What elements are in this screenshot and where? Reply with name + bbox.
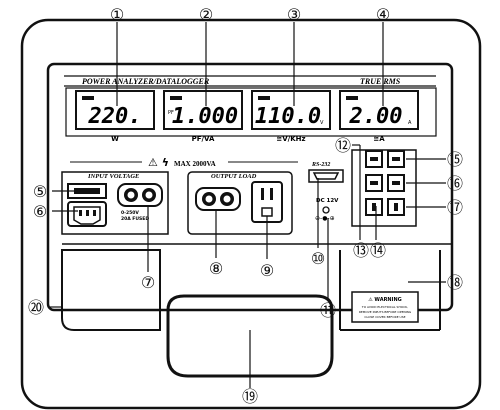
warning-label-line-3: CLOSE COVER BEFORE USE (364, 315, 405, 319)
callout-10: ⑩ (311, 249, 325, 268)
callout-7: ⑦ (141, 273, 155, 292)
callout-9: ⑨ (260, 261, 274, 280)
callout-4: ④ (376, 5, 390, 24)
warning-symbol: ⚠ ϟ (148, 156, 169, 169)
display-amp-value: 2.00 (349, 104, 403, 129)
callout-12: ⑫ (335, 136, 351, 155)
callout-20: ⑳ (28, 298, 44, 317)
display-pf: PF 1.000 PF/VA (163, 90, 243, 143)
warning-label-line-2: REMOVE INPUTS BEFORE OPENING (359, 310, 412, 314)
warning-label-title: ⚠ WARNING (368, 297, 402, 303)
display-pf-value: 1.000 (172, 104, 238, 129)
display-watt-value: 220. (88, 104, 142, 129)
output-terminals (195, 187, 241, 211)
dc-jack (322, 206, 330, 214)
keypad (351, 149, 417, 227)
callout-16: ⑯ (447, 174, 463, 193)
panel-title-left: POWER ANALYZER/DATALOGGER (82, 77, 210, 86)
input-voltage-label: INPUT VOLTAGE (87, 173, 140, 180)
callout-8: ⑧ (209, 259, 223, 278)
callout-19: ⑲ (242, 387, 258, 406)
output-load-label: OUTPUT LOAD (211, 173, 257, 180)
input-terminals (117, 183, 163, 207)
display-watt-unit: W (111, 135, 119, 143)
input-voltage-section (61, 171, 169, 235)
display-watt: 220. W (75, 90, 155, 143)
display-volt-suffix: V (320, 120, 324, 126)
display-amp: 2.00 A ≅A (339, 90, 419, 143)
callout-numbers: ① ② ③ ④ ⑤ ⑥ ⑦ ⑧ ⑨ ⑩ ⑪ ⑫ ⑬ ⑭ ⑮ ⑯ ⑰ ⑱ ⑲ ⑳ (28, 5, 463, 406)
display-amp-suffix: A (408, 120, 412, 126)
callout-5: ⑤ (33, 182, 47, 201)
dc-label: DC 12V (316, 198, 339, 204)
callout-1: ① (110, 5, 124, 24)
warning-label-line-1: TO AVOID ELECTRICAL SHOCK, (361, 305, 408, 309)
callout-14: ⑭ (370, 241, 386, 260)
warning-label-plate: ⚠ WARNING TO AVOID ELECTRICAL SHOCK, REM… (351, 291, 419, 323)
input-rating-volts: 0-250V (121, 210, 139, 216)
panel-title-right: TRUE RMS (360, 77, 401, 86)
max-rating-label: MAX 2000VA (174, 160, 216, 168)
callout-18: ⑱ (447, 273, 463, 292)
callout-leaders (48, 22, 446, 388)
input-rating-fuse: 20A FUSED (121, 216, 149, 222)
handle-recess-left (61, 249, 161, 331)
display-volt-unit: ≅V/KHz (276, 135, 305, 143)
dc-polarity-symbol: ⊖-●-⊕ (315, 215, 335, 222)
rs232-port (308, 169, 344, 183)
display-pf-prefix: PF (168, 110, 174, 116)
display-pf-unit: PF/VA (192, 135, 215, 143)
ac-input-socket (67, 201, 107, 227)
callout-15: ⑮ (447, 150, 463, 169)
callout-2: ② (199, 5, 213, 24)
display-volt: 110.0 V ≅V/KHz (251, 90, 331, 143)
callout-3: ③ (287, 5, 301, 24)
callout-13: ⑬ (353, 241, 369, 260)
carrying-handle (166, 294, 334, 378)
display-amp-unit: ≅A (373, 135, 385, 143)
output-outlet (251, 181, 283, 223)
rs232-label: RS-232 (311, 162, 330, 168)
callout-6: ⑥ (33, 202, 47, 221)
output-load-section (187, 171, 293, 235)
callout-17: ⑰ (447, 198, 463, 217)
display-volt-value: 110.0 (255, 104, 321, 129)
callout-11: ⑪ (320, 301, 336, 320)
